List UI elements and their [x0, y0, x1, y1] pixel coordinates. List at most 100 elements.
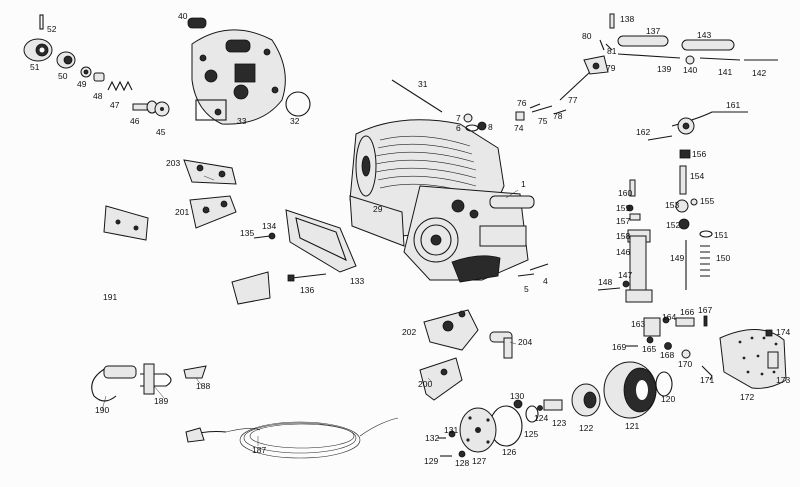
label-part-189: 189: [154, 396, 169, 406]
part-50-cap: [56, 51, 76, 69]
label-part-1: 1: [521, 179, 526, 189]
part-150-spring: [700, 245, 710, 277]
label-part-166: 166: [680, 307, 695, 317]
part-76-pin: [529, 103, 541, 109]
label-part-190: 190: [95, 405, 110, 415]
label-part-142: 142: [752, 68, 767, 78]
part-164-pin: [662, 316, 670, 324]
label-part-134: 134: [262, 221, 277, 231]
label-part-141: 141: [718, 67, 733, 77]
label-part-158: 158: [616, 231, 631, 241]
label-part-169: 169: [612, 342, 627, 352]
label-part-129: 129: [424, 456, 439, 466]
part-155-washer: [690, 198, 698, 206]
label-part-76: 76: [517, 98, 527, 108]
part-133-guard: [285, 209, 357, 273]
part-81-pin: [605, 43, 613, 51]
label-part-138: 138: [620, 14, 635, 24]
part-137-tube: [617, 35, 669, 47]
label-part-79: 79: [606, 63, 616, 73]
part-127-cover-plate: [459, 407, 497, 453]
part-147-bolt: [622, 280, 630, 288]
part-191-frame: [45, 205, 271, 322]
part-174-pin: [765, 329, 773, 337]
part-172-brake-band: [719, 329, 787, 389]
part-33-housing-cover: [191, 29, 286, 125]
part-143-tube: [681, 39, 735, 51]
part-203-bracket: [183, 159, 237, 185]
part-80-pin: [599, 39, 605, 51]
part-152-nut: [678, 218, 690, 230]
part-52-pin: [39, 14, 44, 30]
label-part-46: 46: [130, 116, 140, 126]
label-part-147: 147: [618, 270, 633, 280]
label-part-164: 164: [662, 312, 677, 322]
part-128-nut: [458, 450, 466, 458]
part-130-washer: [513, 399, 523, 409]
label-part-152: 152: [666, 220, 681, 230]
label-part-125: 125: [524, 429, 539, 439]
part-8-nut: [477, 121, 487, 131]
label-part-40: 40: [178, 11, 188, 21]
part-125-ring: [525, 405, 539, 423]
label-part-168: 168: [660, 350, 675, 360]
part-167-pin: [703, 315, 708, 327]
part-5-pin: [517, 273, 535, 277]
label-part-167: 167: [698, 305, 713, 315]
label-part-150: 150: [716, 253, 731, 263]
label-part-200: 200: [418, 379, 433, 389]
part-156-cap: [679, 149, 691, 159]
label-part-121: 121: [625, 421, 640, 431]
part-166-lever: [675, 317, 695, 327]
part-148-bolt: [597, 287, 621, 291]
part-78-bolt: [553, 109, 567, 115]
label-part-74: 74: [514, 123, 524, 133]
part-77-rod: [559, 71, 591, 101]
leader-lines: [101, 175, 519, 446]
part-202-bracket: [423, 309, 479, 351]
part-49-nut: [80, 66, 92, 78]
part-173-lining: [767, 351, 779, 369]
part-160-bolt: [629, 179, 636, 197]
label-part-171: 171: [700, 375, 715, 385]
label-part-132: 132: [425, 433, 440, 443]
label-part-32: 32: [290, 116, 300, 126]
label-part-146: 146: [616, 247, 631, 257]
label-part-154: 154: [690, 171, 705, 181]
part-31-rod: [391, 79, 443, 113]
label-part-122: 122: [579, 423, 594, 433]
label-part-149: 149: [670, 253, 685, 263]
label-part-124: 124: [534, 413, 549, 423]
part-47-spring: [107, 80, 133, 92]
part-151-washer: [699, 230, 713, 238]
part-139-rod: [617, 53, 681, 59]
label-part-81: 81: [607, 46, 617, 56]
part-7-bolt: [463, 113, 473, 123]
part-189-shackle: [140, 363, 172, 395]
part-165-pin: [646, 336, 654, 344]
label-part-8: 8: [488, 122, 493, 132]
label-part-153: 153: [665, 200, 680, 210]
part-171-clip: [701, 365, 713, 381]
label-part-45: 45: [156, 127, 166, 137]
label-part-162: 162: [636, 127, 651, 137]
label-part-203: 203: [166, 158, 181, 168]
label-part-187: 187: [252, 445, 267, 455]
part-187-cable: [185, 417, 399, 459]
label-part-126: 126: [502, 447, 517, 457]
label-part-29: 29: [373, 204, 383, 214]
part-4-pin: [529, 263, 549, 271]
part-138-pin: [609, 13, 615, 29]
label-part-161: 161: [726, 100, 741, 110]
label-part-5: 5: [524, 284, 529, 294]
label-part-123: 123: [552, 418, 567, 428]
label-part-48: 48: [93, 91, 103, 101]
label-part-47: 47: [110, 100, 120, 110]
label-part-131: 131: [444, 425, 459, 435]
label-part-49: 49: [77, 79, 87, 89]
part-124-washer: [537, 405, 543, 411]
label-part-77: 77: [568, 95, 578, 105]
label-part-50: 50: [58, 71, 68, 81]
